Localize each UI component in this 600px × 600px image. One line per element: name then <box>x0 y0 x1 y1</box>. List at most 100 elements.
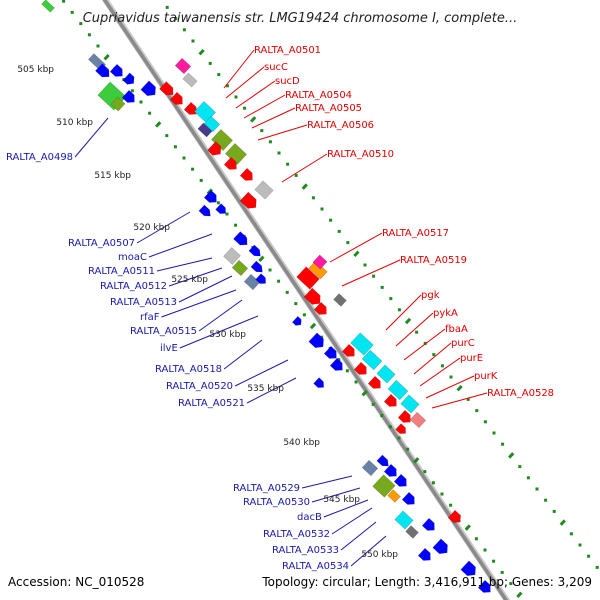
gene-arrow[interactable] <box>159 81 176 99</box>
gene-label[interactable]: purE <box>460 353 483 364</box>
gene-arrow[interactable] <box>203 189 220 205</box>
gene-feature[interactable] <box>400 394 420 414</box>
gene-arrow[interactable] <box>383 463 400 479</box>
gene-arrow[interactable] <box>383 393 400 409</box>
gene-arrow[interactable] <box>397 409 414 425</box>
gene-feature[interactable] <box>333 293 347 307</box>
gene-arrow[interactable] <box>223 156 240 172</box>
gene-arrow[interactable] <box>477 579 494 595</box>
gene-arrow[interactable] <box>393 473 410 489</box>
gene-arrow[interactable] <box>329 357 346 373</box>
gene-arrow[interactable] <box>367 375 384 391</box>
gene-label[interactable]: dacB <box>297 512 322 523</box>
gene-arrow[interactable] <box>308 332 327 351</box>
gene-feature[interactable] <box>361 349 383 371</box>
gene-arrow[interactable] <box>395 423 409 437</box>
gene-label[interactable]: ilvE <box>160 343 178 354</box>
gene-label[interactable]: pgk <box>421 290 440 301</box>
gene-label[interactable]: RALTA_A0505 <box>295 103 362 114</box>
gene-label[interactable]: rfaF <box>140 312 160 323</box>
gene-label[interactable]: RALTA_A0511 <box>88 266 155 277</box>
gene-arrow[interactable] <box>239 167 256 183</box>
gene-feature[interactable] <box>372 474 396 498</box>
gene-feature[interactable] <box>203 115 221 133</box>
gene-feature[interactable] <box>361 459 379 477</box>
gene-arrow[interactable] <box>376 454 391 469</box>
gene-feature[interactable] <box>110 96 126 112</box>
gene-label[interactable]: RALTA_A0515 <box>130 326 197 337</box>
gene-arrow[interactable] <box>169 91 186 107</box>
gene-feature[interactable] <box>231 259 249 277</box>
gene-arrow[interactable] <box>303 287 324 308</box>
gene-label[interactable]: RALTA_A0529 <box>233 483 300 494</box>
gene-arrow[interactable] <box>401 491 418 507</box>
gene-label[interactable]: RALTA_A0517 <box>382 228 449 239</box>
gene-feature[interactable] <box>182 72 198 88</box>
gene-label[interactable]: sucD <box>275 76 300 87</box>
gene-arrow[interactable] <box>248 244 263 259</box>
gene-arrow[interactable] <box>313 301 330 317</box>
gene-arrow[interactable] <box>432 538 451 557</box>
gene-arrow[interactable] <box>140 80 159 99</box>
gene-label[interactable]: RALTA_A0504 <box>285 90 352 101</box>
gene-arrow[interactable] <box>239 191 260 212</box>
gene-feature[interactable] <box>296 266 320 290</box>
gene-label[interactable]: moaC <box>118 252 147 263</box>
gene-label[interactable]: RALTA_A0518 <box>155 364 222 375</box>
gene-feature[interactable] <box>409 411 427 429</box>
gene-feature[interactable] <box>243 273 261 291</box>
gene-label[interactable]: RALTA_A0513 <box>110 297 177 308</box>
gene-label[interactable]: RALTA_A0519 <box>400 255 467 266</box>
gene-label[interactable]: RALTA_A0510 <box>327 149 394 160</box>
gene-arrow[interactable] <box>95 63 112 81</box>
gene-feature[interactable] <box>387 379 409 401</box>
gene-arrow[interactable] <box>421 517 438 533</box>
gene-label[interactable]: RALTA_A0507 <box>68 238 135 249</box>
gene-arrow[interactable] <box>323 345 340 361</box>
gene-arrow[interactable] <box>109 63 126 79</box>
gene-feature[interactable] <box>197 122 213 138</box>
gene-feature[interactable] <box>174 57 192 75</box>
gene-arrow[interactable] <box>417 547 434 563</box>
gene-label[interactable]: RALTA_A0530 <box>243 497 310 508</box>
gene-arrow[interactable] <box>313 377 327 391</box>
gene-feature[interactable] <box>223 247 241 265</box>
gene-feature[interactable] <box>312 254 328 270</box>
gene-feature[interactable] <box>376 364 396 384</box>
gene-label[interactable]: RALTA_A0534 <box>282 561 349 572</box>
gene-label[interactable]: RALTA_A0528 <box>487 388 554 399</box>
gene-label[interactable]: purC <box>451 338 475 349</box>
gene-arrow[interactable] <box>255 273 269 287</box>
gene-arrow[interactable] <box>207 141 225 159</box>
gene-label[interactable]: sucC <box>264 62 288 73</box>
gene-arrow[interactable] <box>122 72 137 87</box>
gene-arrow[interactable] <box>447 509 464 525</box>
gene-arrow[interactable] <box>341 343 358 359</box>
gene-feature[interactable] <box>350 332 374 356</box>
gene-arrow[interactable] <box>353 361 370 377</box>
gene-label[interactable]: RALTA_A0512 <box>100 281 167 292</box>
gene-feature[interactable] <box>41 0 55 13</box>
gene-label[interactable]: RALTA_A0533 <box>272 545 339 556</box>
gene-arrow[interactable] <box>250 260 265 275</box>
gene-label[interactable]: purK <box>474 371 498 382</box>
gene-label[interactable]: fbaA <box>445 324 468 335</box>
gene-label[interactable]: RALTA_A0498 <box>6 152 73 163</box>
gene-feature[interactable] <box>394 510 414 530</box>
gene-label[interactable]: RALTA_A0520 <box>166 381 233 392</box>
gene-arrow[interactable] <box>291 315 303 327</box>
gene-arrow[interactable] <box>215 203 229 217</box>
gene-label[interactable]: RALTA_A0501 <box>254 45 321 56</box>
gene-feature[interactable] <box>405 525 419 539</box>
gene-label[interactable]: RALTA_A0521 <box>178 398 245 409</box>
gene-arrow[interactable] <box>198 204 213 219</box>
gene-feature[interactable] <box>254 180 274 200</box>
gene-arrow[interactable] <box>183 101 200 117</box>
gene-arrow[interactable] <box>233 231 250 249</box>
gene-feature[interactable] <box>387 489 401 503</box>
gene-arrow[interactable] <box>121 89 138 105</box>
gene-arrow[interactable] <box>460 560 479 579</box>
gene-label[interactable]: RALTA_A0532 <box>263 529 330 540</box>
gene-label[interactable]: pykA <box>433 308 458 319</box>
gene-label[interactable]: RALTA_A0506 <box>307 120 374 131</box>
